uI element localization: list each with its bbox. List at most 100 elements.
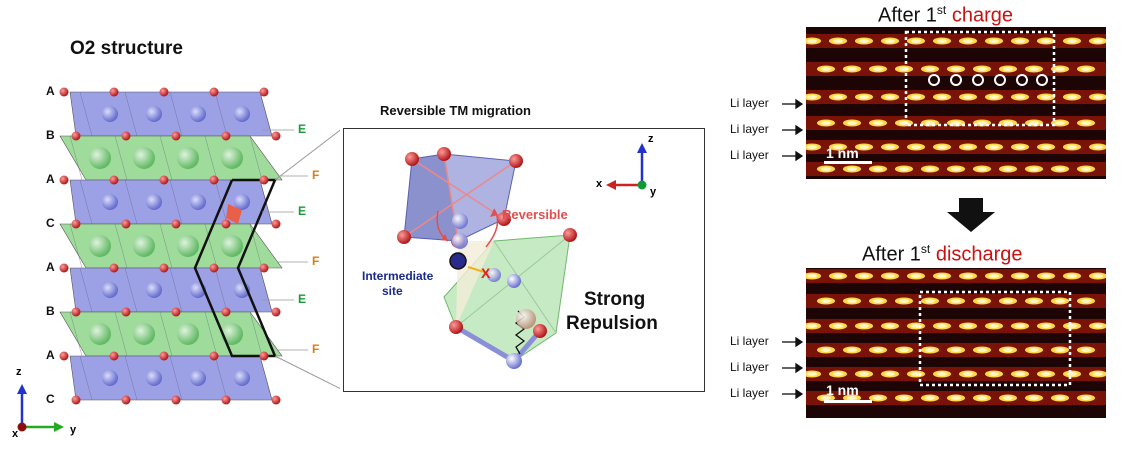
li-cation	[177, 147, 199, 169]
li-cation	[89, 147, 111, 169]
stack-sheet	[59, 135, 283, 181]
tm-cation	[102, 194, 118, 210]
stacking-layer-label: B	[46, 304, 55, 318]
oxygen-atom	[71, 395, 81, 405]
inset-axes	[606, 143, 647, 190]
discharge-title: After 1st discharge	[862, 242, 1023, 266]
oxygen-atom	[171, 307, 181, 317]
migration-arrow-icon	[226, 204, 242, 224]
tm-cation	[102, 370, 118, 386]
oxygen-atom	[59, 351, 69, 361]
li-cation	[133, 235, 155, 257]
li-layer-arrows	[782, 98, 804, 400]
site-label: E	[298, 204, 307, 218]
oxygen-atom	[271, 307, 281, 317]
tm-cation	[146, 282, 162, 298]
stacking-layer-label: A	[46, 84, 55, 98]
oxygen-atom	[121, 395, 131, 405]
tm-cation	[190, 106, 206, 122]
oxygen-atom	[221, 219, 231, 229]
migration-octahedra	[397, 143, 647, 369]
stacking-layer-label: A	[46, 260, 55, 274]
intermediate-label-1: Intermediate	[362, 269, 434, 283]
o2-stacking-diagram	[17, 87, 340, 432]
oxygen-atom	[59, 175, 69, 185]
oxygen-atom	[159, 87, 169, 97]
inset-axis-y: y	[650, 186, 657, 198]
scale-label-discharge: 1 nm	[826, 382, 859, 398]
oxygen-atom	[71, 307, 81, 317]
stacking-layer-label: B	[46, 128, 55, 142]
oxygen-atom	[59, 263, 69, 273]
site-label: E	[298, 122, 307, 136]
oxygen-atom	[159, 351, 169, 361]
oxygen-atom	[209, 87, 219, 97]
inset-axis-x: x	[596, 178, 603, 190]
stacking-layer-label: C	[46, 216, 55, 230]
li-cation	[221, 147, 243, 169]
oxygen-atom	[259, 87, 269, 97]
li-cation	[221, 323, 243, 345]
li-cation	[89, 235, 111, 257]
stacking-layer-label: A	[46, 172, 55, 186]
tm-cation	[190, 370, 206, 386]
oxygen-atom	[109, 175, 119, 185]
tm-cation	[234, 370, 250, 386]
tm-cation	[146, 194, 162, 210]
tm-cation	[102, 106, 118, 122]
oxygen-atom	[259, 175, 269, 185]
li-label-charge-2: Li layer	[730, 122, 769, 136]
migration-inset: z x y Reversible Intermediate site X Str…	[343, 128, 705, 392]
site-label: F	[312, 168, 320, 182]
oxygen-atom	[221, 395, 231, 405]
oxygen-atom	[109, 263, 119, 273]
stem-image-discharge: 1 nm	[806, 268, 1106, 418]
inset-axis-z: z	[648, 133, 654, 145]
site-label: F	[312, 254, 320, 268]
stack-sheet	[59, 223, 283, 269]
li-label-charge-1: Li layer	[730, 96, 769, 110]
li-cation	[221, 235, 243, 257]
repulsion-label-1: Strong	[584, 289, 646, 310]
down-arrow-icon	[947, 198, 995, 232]
oxygen-atom	[221, 307, 231, 317]
li-label-discharge-2: Li layer	[730, 360, 769, 374]
oxygen-atom	[171, 395, 181, 405]
li-cation	[177, 235, 199, 257]
stack-axis-x: x	[12, 428, 19, 440]
oxygen-atom	[121, 131, 131, 141]
oxygen-atom	[159, 263, 169, 273]
li-cation	[177, 323, 199, 345]
li-cation	[133, 323, 155, 345]
tm-cation	[234, 106, 250, 122]
li-cation	[133, 147, 155, 169]
oxygen-atom	[109, 351, 119, 361]
site-label: E	[298, 292, 307, 306]
oxygen-atom	[209, 351, 219, 361]
blocked-cross-icon: X	[481, 265, 491, 281]
oxygen-atom	[71, 131, 81, 141]
tm-cation	[146, 370, 162, 386]
oxygen-atom	[71, 219, 81, 229]
tm-cation	[102, 282, 118, 298]
charge-title: After 1st charge	[878, 3, 1013, 27]
intermediate-label-2: site	[382, 284, 403, 298]
oxygen-atom	[271, 219, 281, 229]
oxygen-atom	[209, 263, 219, 273]
oxygen-atom	[221, 131, 231, 141]
zoom-line-top	[274, 129, 340, 181]
li-label-discharge-1: Li layer	[730, 334, 769, 348]
oxygen-atom	[259, 351, 269, 361]
tm-cation	[234, 194, 250, 210]
stem-image-charge: 1 nm	[806, 27, 1106, 179]
oxygen-atom	[259, 263, 269, 273]
tm-cation	[190, 194, 206, 210]
zoom-line-bottom	[274, 355, 340, 390]
o2-structure-title: O2 structure	[70, 38, 183, 59]
repulsion-label-2: Repulsion	[566, 313, 658, 334]
tm-cation	[146, 106, 162, 122]
scale-label-charge: 1 nm	[826, 145, 859, 161]
site-label: F	[312, 342, 320, 356]
stacking-layer-label: C	[46, 392, 55, 406]
oxygen-atom	[271, 131, 281, 141]
